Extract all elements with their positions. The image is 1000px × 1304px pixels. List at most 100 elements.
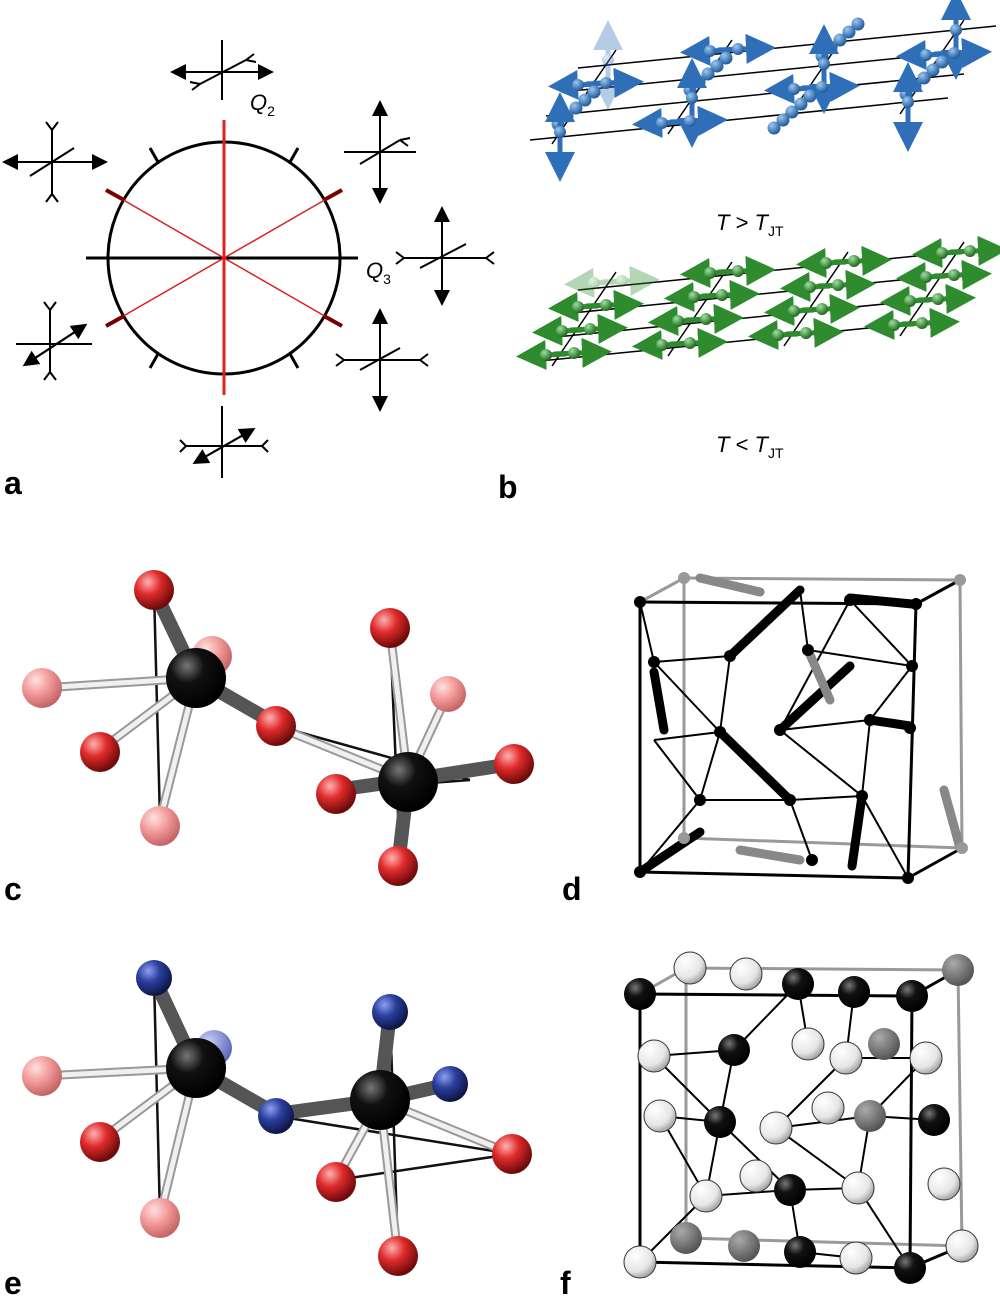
panel-f: f [560,951,979,1301]
orbital-glyph [564,265,660,298]
orbital-glyph [632,327,728,360]
cation-sphere-black [896,980,928,1012]
lattice-col-line [667,261,733,357]
panel-d: d [562,572,968,907]
metal-atom [350,1070,410,1130]
nitrogen-atom [432,1066,468,1102]
cation-sphere-white [689,1179,723,1213]
orbital-glyph [796,245,892,278]
ordered-ions [623,951,979,1284]
metal-atom [166,1038,226,1098]
panel-a: Q2 Q3 a [2,40,495,501]
orbital-glyph [767,89,817,135]
cation-sphere-white [739,1159,773,1193]
oxygen-atom [378,1236,418,1276]
cation-sphere-white [839,1241,873,1275]
orbital-glyph [680,33,776,66]
metal-atom [378,752,438,812]
cation-sphere-white [841,1171,875,1205]
oxygen-atom-faded [140,806,180,846]
octahedron-glyph-bottom [179,406,269,478]
orbital-glyph [764,293,860,326]
oxygen-atom-faded [140,1198,180,1238]
cation-sphere-black [718,1034,750,1066]
oxygen-atom-faded [430,676,466,712]
orbital-glyph [941,0,971,80]
red-diagonal-2 [105,189,343,327]
panel-label-e: e [4,1265,22,1301]
orbital-glyph [893,62,923,152]
cation-sphere-black [704,1106,736,1138]
octahedron-glyph-left-lower [16,301,92,381]
orbital-glyph [896,259,992,292]
cation-sphere-white [945,1229,979,1263]
cation-sphere-back [670,1222,702,1254]
cation-sphere-white [623,1245,657,1279]
temperature-label-upper: T > TJT [716,210,784,239]
cation-sphere-black [784,1236,816,1268]
panel-e: e [4,960,532,1301]
orbital-glyph [548,289,644,322]
cation-sphere-black [624,978,656,1010]
cation-sphere-white [811,1091,845,1125]
oxygen-atom-faded [22,1056,62,1096]
octahedron-glyph-right-lower [335,308,429,412]
circle-tick [148,353,160,369]
oxygen-atom-faded [22,668,62,708]
lattice-col-line [899,241,965,337]
nitrogen-atom [136,960,172,996]
octahedron-glyph-right [395,206,495,306]
edge-lines [152,589,471,861]
orbital-glyph [664,279,760,312]
oxygen-atom [316,1162,356,1202]
oxygen-atom [494,744,534,784]
red-tick [323,188,343,202]
panel-label-b: b [498,469,518,505]
orbital-lattice-lower [516,235,1000,370]
orbital-glyph [780,269,876,302]
circle-tick [288,353,300,369]
panel-c: c [4,570,534,907]
panel-b: T > TJT T < TJT b [498,0,1000,505]
lattice-row-line [529,97,949,141]
cation-sphere-white [791,1027,825,1061]
oxygen-atom [378,846,418,886]
orbital-glyph [809,24,839,114]
circle-tick [148,147,160,163]
orbital-glyph [748,317,844,350]
orbital-glyph [532,313,628,346]
orbital-glyph [516,337,612,370]
octahedron-glyph-top [170,40,274,100]
panel-label-c: c [4,871,22,907]
cation-sphere-white [729,957,763,991]
lattice-nodes [634,594,922,884]
orbital-glyph [648,303,744,336]
cation-sphere-back [868,1028,900,1060]
lattice-row-line [577,25,997,69]
cation-sphere-back [854,1100,886,1132]
cation-sphere-back [728,1230,760,1262]
orbital-glyph [864,307,960,340]
octahedron-glyph-right-upper [344,100,416,204]
cation-sphere-back [942,954,974,986]
orbital-glyph [880,283,976,316]
short-bonds-thick [635,585,917,877]
temperature-label-lower: T < TJT [716,432,784,461]
orbital-glyph [912,235,1000,268]
nitrogen-atom [372,994,408,1030]
q2-label: Q2 [250,90,275,119]
q3-label: Q3 [366,258,391,287]
octahedron-glyph-left [2,121,108,203]
cation-sphere-white [927,1167,961,1201]
nitrogen-atom [258,1098,294,1134]
cation-sphere-black [918,1104,950,1136]
panel-label-d: d [562,871,582,907]
orbital-glyph [680,255,776,288]
metal-atom [166,648,226,708]
cation-sphere-white [759,1111,793,1145]
cation-sphere-black [774,1174,806,1206]
orbital-lattice-upper [529,0,997,182]
orbital-glyph [896,37,992,70]
lattice-col-line [551,271,617,367]
